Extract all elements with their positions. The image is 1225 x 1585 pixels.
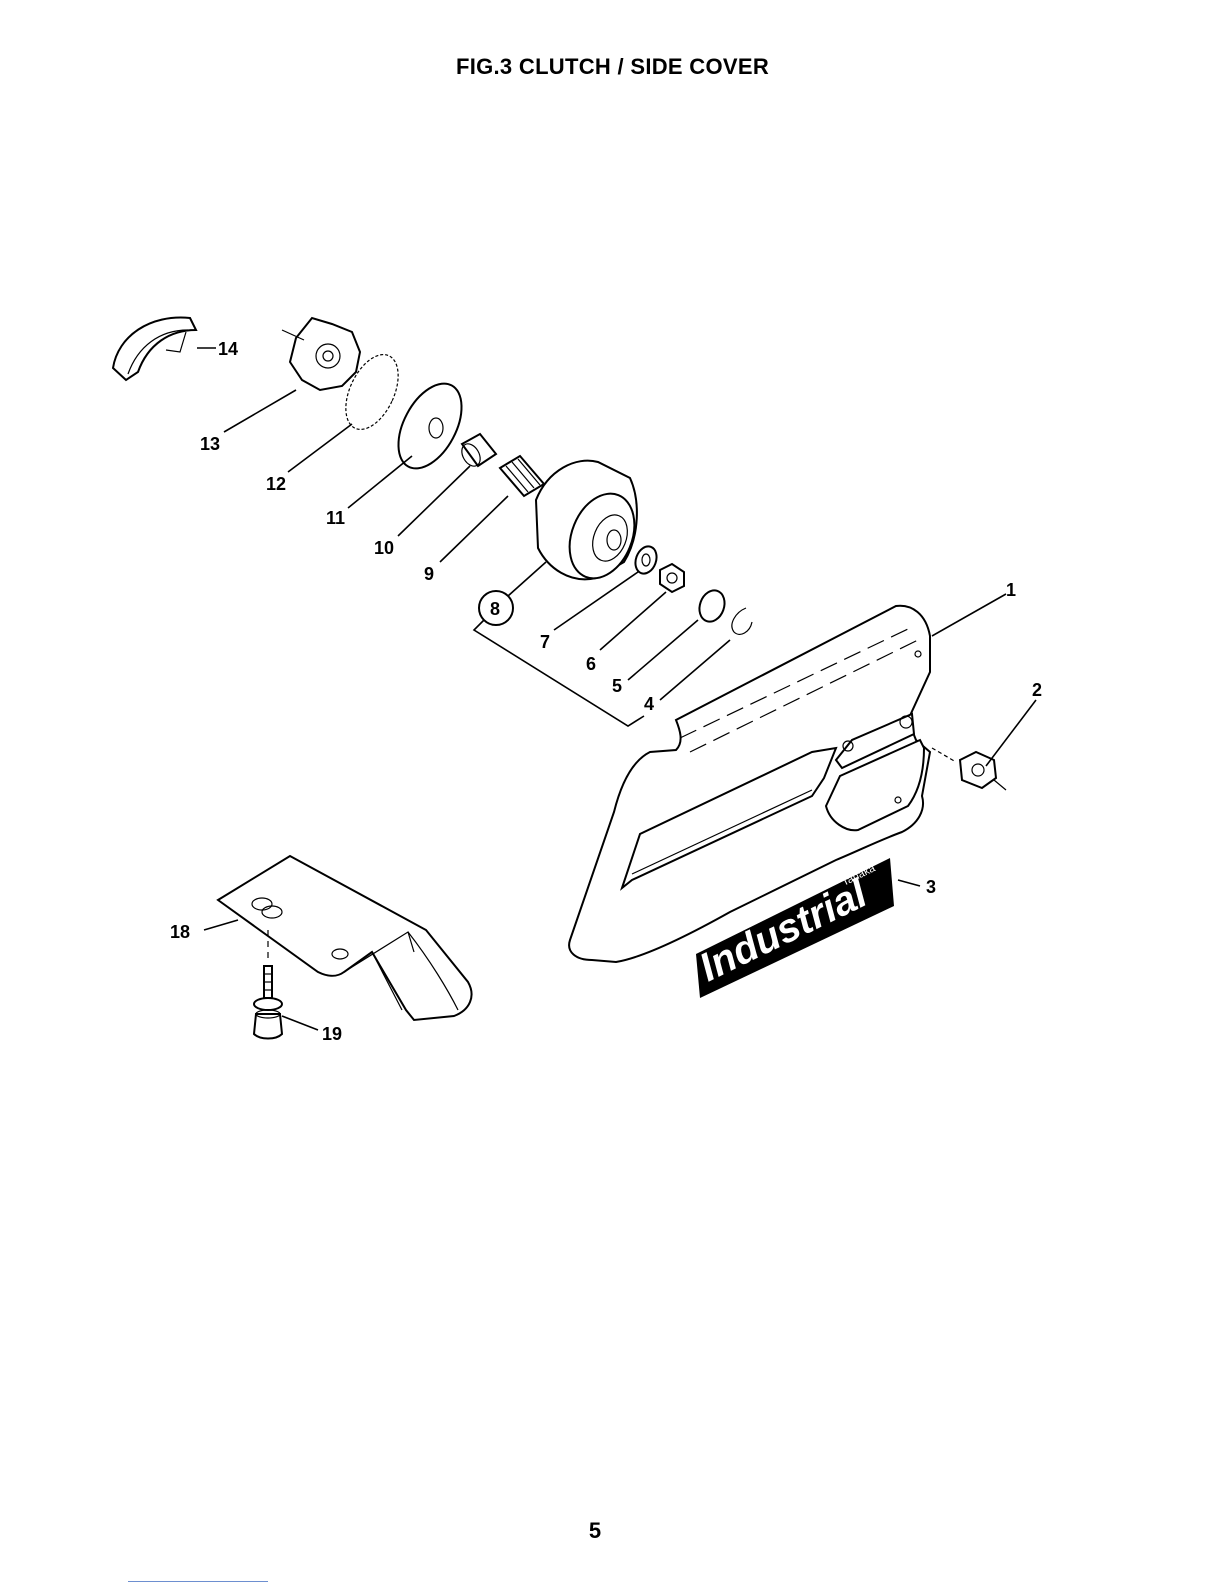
leader-8 <box>508 562 546 596</box>
callout-11: 11 <box>326 508 345 528</box>
callout-12: 12 <box>266 474 286 494</box>
leader-9 <box>440 496 508 562</box>
part-7-washer <box>632 543 660 576</box>
assembly-bracket-8 <box>474 620 644 726</box>
part-8-clutch-drum <box>536 461 646 588</box>
callout-4: 4 <box>644 694 654 714</box>
leader-19 <box>282 1016 318 1030</box>
callout-19: 19 <box>322 1024 342 1044</box>
leader-13 <box>224 390 296 432</box>
part-14-clutch-shoe <box>113 318 196 380</box>
callout-5: 5 <box>612 676 622 696</box>
callout-6: 6 <box>586 654 596 674</box>
leader-6 <box>600 592 666 650</box>
callout-1: 1 <box>1006 580 1016 600</box>
leader-3 <box>898 880 920 886</box>
leader-7 <box>554 572 638 630</box>
leader-2 <box>986 700 1036 766</box>
bottom-rule <box>128 1581 268 1582</box>
leader-18 <box>204 920 238 930</box>
part-19-screw <box>254 930 282 1039</box>
part-11-washer-plate <box>385 373 474 479</box>
part-10-bushing <box>458 434 496 469</box>
part-13-clutch-hub <box>282 318 360 390</box>
callout-14: 14 <box>218 339 238 359</box>
part-18-guard-plate <box>218 856 472 1020</box>
callout-18: 18 <box>170 922 190 942</box>
part-6-nut <box>660 564 684 592</box>
leader-1 <box>932 594 1006 636</box>
leader-4 <box>660 640 730 700</box>
callout-2: 2 <box>1032 680 1042 700</box>
leader-12 <box>288 424 352 472</box>
callout-13: 13 <box>200 434 220 454</box>
part-4-snap-ring <box>732 608 752 634</box>
leader-11 <box>348 456 412 508</box>
part-5-washer <box>695 587 728 625</box>
leader-5 <box>628 620 698 680</box>
part-9-needle-bearing <box>500 456 544 496</box>
callout-3: 3 <box>926 877 936 897</box>
page-number: 5 <box>0 1518 1190 1544</box>
callout-10: 10 <box>374 538 394 558</box>
callout-8: 8 <box>490 599 500 619</box>
callout-9: 9 <box>424 564 434 584</box>
callout-7: 7 <box>540 632 550 652</box>
leader-10 <box>398 466 470 536</box>
